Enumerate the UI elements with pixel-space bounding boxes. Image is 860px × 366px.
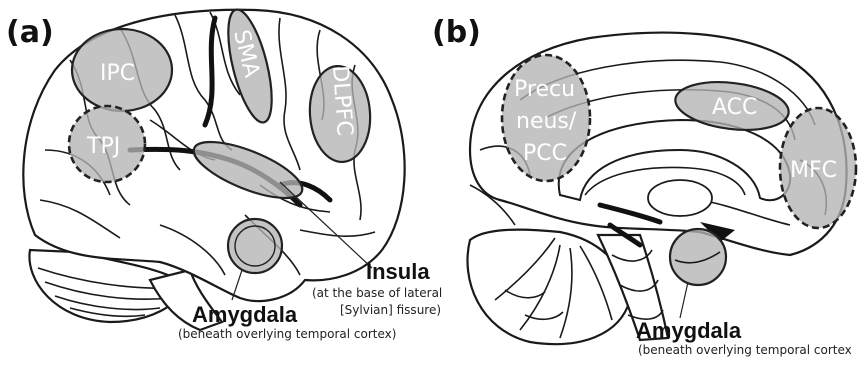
amygdala-region-b <box>670 229 726 285</box>
tpj-label: TPJ <box>86 134 120 159</box>
amygdala-region-a <box>228 219 282 273</box>
mfc-label: MFC <box>790 158 837 183</box>
panel-b: (b) <box>432 15 856 357</box>
insula-note-2: [Sylvian] fissure) <box>340 303 441 317</box>
insula-title: Insula <box>366 259 430 284</box>
amygdala-leader-b <box>680 282 688 318</box>
thalamus <box>648 180 712 216</box>
dlpfc-label: DLPFC <box>327 65 357 137</box>
panel-a: (a) <box>6 6 442 341</box>
amygdala-note-b: (beneath overlying temporal cortex <box>638 343 852 357</box>
acc-label: ACC <box>712 95 757 120</box>
insula-note-1: (at the base of lateral <box>312 286 442 300</box>
amygdala-title-b: Amygdala <box>636 318 742 343</box>
amygdala-title-a: Amygdala <box>192 302 298 327</box>
precuneus-label-2: neus/ <box>516 109 577 134</box>
amygdala-note-a: (beneath overlying temporal cortex) <box>178 327 396 341</box>
precuneus-label-3: PCC <box>523 141 567 166</box>
panel-a-label: (a) <box>6 15 54 50</box>
panel-b-label: (b) <box>432 15 481 50</box>
precuneus-label-1: Precu <box>514 77 575 102</box>
ipc-label: IPC <box>100 61 135 86</box>
